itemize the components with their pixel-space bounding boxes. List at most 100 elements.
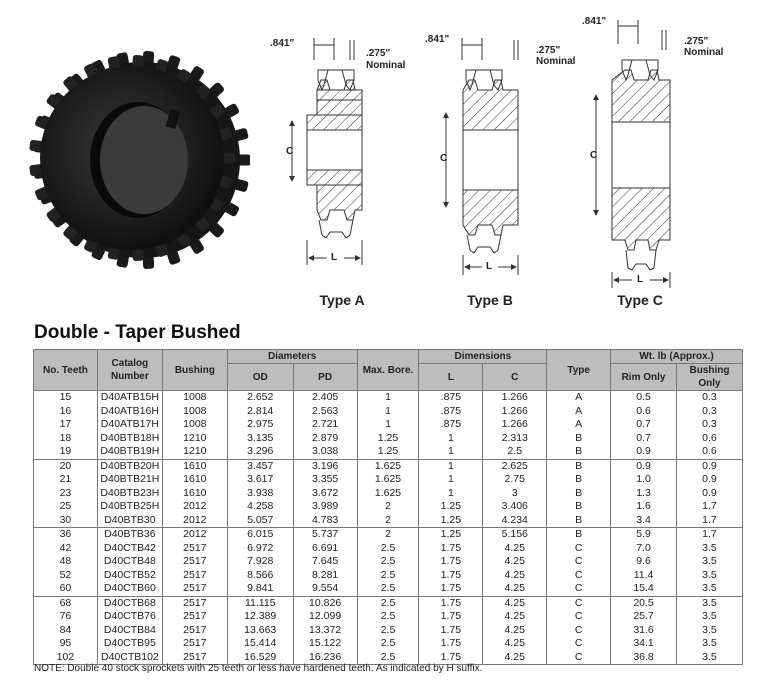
cell-catalog-number: D40CTB42 (96, 541, 163, 555)
cell-catalog-number: D40CTB76 (96, 610, 163, 624)
header-bushing-only: Bushing Only (675, 363, 744, 391)
header-no-teeth: No. Teeth (33, 349, 98, 391)
header-diameters: Diameters (226, 349, 358, 364)
cell-bushing-only: 0.3 (675, 404, 744, 418)
header-bushing: Bushing (161, 349, 228, 391)
dim-c-label: C (590, 150, 598, 161)
cell-bushing-only: 3.5 (675, 650, 744, 665)
cell-pd: 7.645 (292, 555, 358, 569)
header-catalog-number: Catalog Number (96, 349, 163, 391)
dim-c-label: C (286, 146, 294, 157)
cell-rim-only: 3.4 (610, 513, 677, 528)
dim-pitch-label: .841" (270, 38, 295, 49)
cell-od: 15.414 (226, 637, 294, 651)
header-c: C (482, 363, 548, 391)
cell-bushing-only: 3.5 (675, 637, 744, 651)
cell-c: 4.25 (482, 555, 548, 569)
cell-bushing-only: 1.7 (675, 500, 744, 514)
cell-catalog-number: D40ATB17H (96, 418, 163, 432)
cell-max-bore: 1 (356, 390, 420, 405)
cell-type: A (546, 418, 612, 432)
dim-c-label: C (440, 153, 448, 164)
cell-c: 2.625 (482, 459, 548, 473)
cell-type: A (546, 404, 612, 418)
cell-bushing: 2517 (161, 555, 228, 569)
cell-bushing-only: 0.3 (675, 418, 744, 432)
cell-rim-only: 15.4 (610, 582, 677, 597)
cell-catalog-number: D40BTB19H (96, 445, 163, 460)
cell-l: 1.25 (418, 527, 484, 542)
cell-l: 1 (418, 473, 484, 487)
cell-pd: 10.826 (292, 596, 358, 610)
cell-l: 1 (418, 486, 484, 500)
cell-no-teeth: 25 (33, 500, 98, 514)
cell-pd: 3.672 (292, 486, 358, 500)
cell-max-bore: 1.625 (356, 473, 420, 487)
cell-bushing: 2012 (161, 527, 228, 542)
cell-c: 4.25 (482, 582, 548, 597)
cell-rim-only: 0.7 (610, 431, 677, 445)
cell-rim-only: 7.0 (610, 541, 677, 555)
diagram-type-c: .841" .275" Nominal C L Type C (560, 10, 723, 310)
cell-no-teeth: 95 (33, 637, 98, 651)
cell-l: 1.75 (418, 582, 484, 597)
cell-bushing: 1008 (161, 404, 228, 418)
cell-bushing: 2517 (161, 541, 228, 555)
cell-pd: 6.691 (292, 541, 358, 555)
cell-bushing: 1008 (161, 418, 228, 432)
cell-l: 1.75 (418, 623, 484, 637)
cell-bushing-only: 3.5 (675, 555, 744, 569)
cell-no-teeth: 23 (33, 486, 98, 500)
cell-bushing-only: 1.7 (675, 527, 744, 542)
cell-max-bore: 1.25 (356, 431, 420, 445)
cell-max-bore: 2.5 (356, 623, 420, 637)
cell-catalog-number: D40BTB20H (96, 459, 163, 473)
cell-pd: 3.989 (292, 500, 358, 514)
cell-bushing-only: 0.9 (675, 473, 744, 487)
cell-l: 1 (418, 445, 484, 460)
cell-catalog-number: D40ATB15H (96, 390, 163, 405)
cell-c: 3.406 (482, 500, 548, 514)
cell-c: 2.5 (482, 445, 548, 460)
cell-rim-only: 5.9 (610, 527, 677, 542)
specs-table: No. Teeth Catalog Number Bushing Diamete… (33, 349, 744, 665)
cell-c: 2.313 (482, 431, 548, 445)
cell-rim-only: 25.7 (610, 610, 677, 624)
cell-pd: 12.099 (292, 610, 358, 624)
section-title: Double - Taper Bushed (34, 322, 241, 343)
cell-bushing: 1210 (161, 445, 228, 460)
cell-type: C (546, 568, 612, 582)
type-c-label: Type C (617, 292, 663, 308)
cell-type: C (546, 596, 612, 610)
cell-catalog-number: D40CTB60 (96, 582, 163, 597)
cell-l: 1.75 (418, 555, 484, 569)
cell-od: 8.566 (226, 568, 294, 582)
dim-width-label: .275" (684, 36, 709, 47)
cell-od: 12.389 (226, 610, 294, 624)
type-a-label: Type A (319, 292, 365, 308)
footnote: NOTE: Double 40 stock sprockets with 25 … (34, 663, 483, 674)
cell-max-bore: 2.5 (356, 555, 420, 569)
dim-l-label: L (331, 252, 338, 263)
cell-l: 1.75 (418, 650, 484, 665)
cell-l: 1.75 (418, 637, 484, 651)
cell-no-teeth: 30 (33, 513, 98, 528)
cell-bushing: 2517 (161, 596, 228, 610)
cell-bushing: 2012 (161, 500, 228, 514)
cell-bushing-only: 3.5 (675, 623, 744, 637)
type-b-label: Type B (467, 292, 513, 308)
cell-type: B (546, 431, 612, 445)
cell-type: C (546, 637, 612, 651)
cell-rim-only: 0.6 (610, 404, 677, 418)
cell-l: 1.75 (418, 596, 484, 610)
cell-max-bore: 1.625 (356, 459, 420, 473)
cell-pd: 16.236 (292, 650, 358, 665)
cell-pd: 13.372 (292, 623, 358, 637)
cell-pd: 3.196 (292, 459, 358, 473)
